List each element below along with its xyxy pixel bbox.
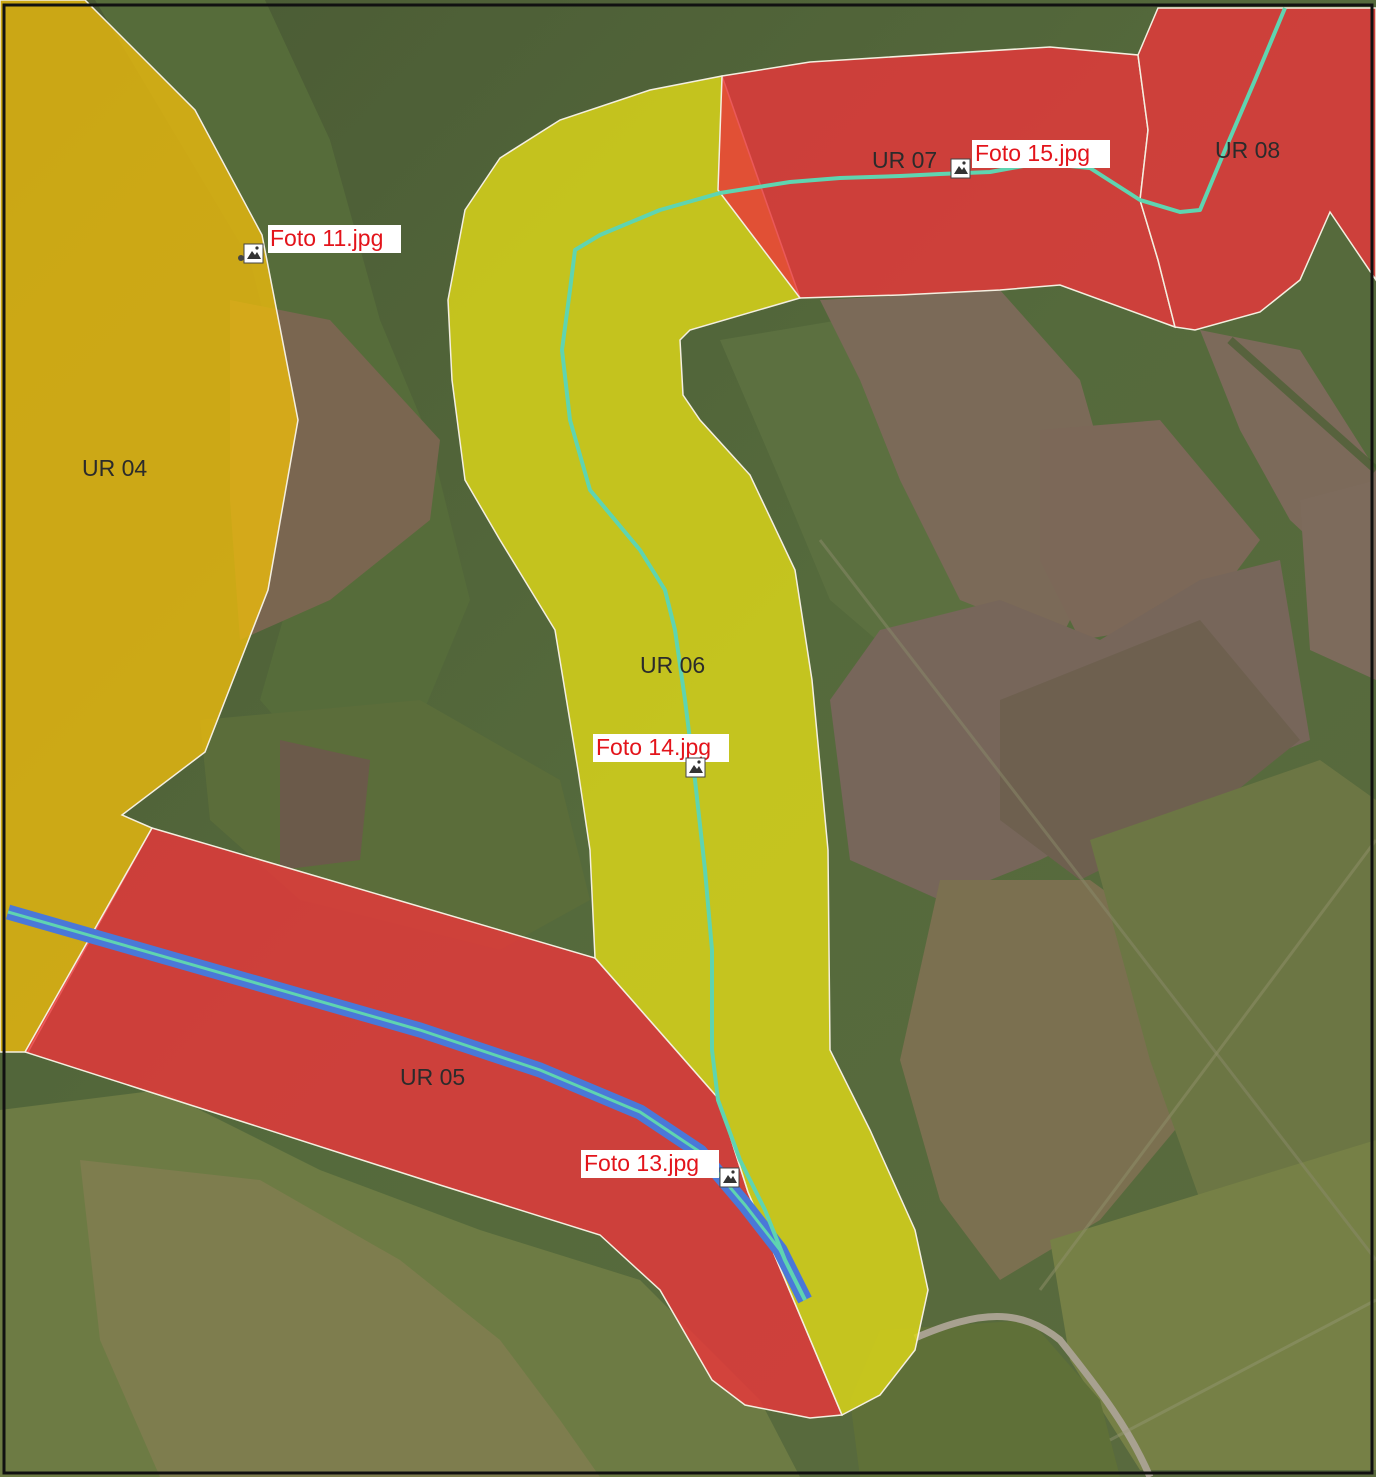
photo-label: Foto 13.jpg xyxy=(584,1150,699,1176)
photo-marker-foto14[interactable]: Foto 14.jpg xyxy=(593,734,729,778)
zone-label-ur08: UR 08 xyxy=(1215,137,1280,163)
photo-marker-icon xyxy=(685,757,706,778)
photo-label: Foto 14.jpg xyxy=(596,734,711,760)
zone-label-ur05: UR 05 xyxy=(400,1064,465,1090)
photo-marker-icon xyxy=(950,158,971,179)
map-frame xyxy=(2,3,1374,1475)
photo-marker-foto15[interactable]: Foto 15.jpg xyxy=(950,140,1110,179)
photo-marker-icon xyxy=(243,243,264,264)
zone-label-ur04: UR 04 xyxy=(82,455,147,481)
zone-label-ur07: UR 07 xyxy=(872,147,937,173)
zone-label-ur06: UR 06 xyxy=(640,652,705,678)
track-line-under-route xyxy=(7,910,807,1301)
photo-marker-foto11[interactable]: Foto 11.jpg xyxy=(238,225,401,264)
zone-ur04[interactable] xyxy=(0,0,299,1053)
photo-label: Foto 11.jpg xyxy=(270,225,383,251)
track-line[interactable] xyxy=(560,7,1287,1301)
photo-marker-foto13[interactable]: Foto 13.jpg xyxy=(581,1150,740,1188)
photo-marker-icon xyxy=(719,1167,740,1188)
photo-label: Foto 15.jpg xyxy=(975,140,1090,166)
